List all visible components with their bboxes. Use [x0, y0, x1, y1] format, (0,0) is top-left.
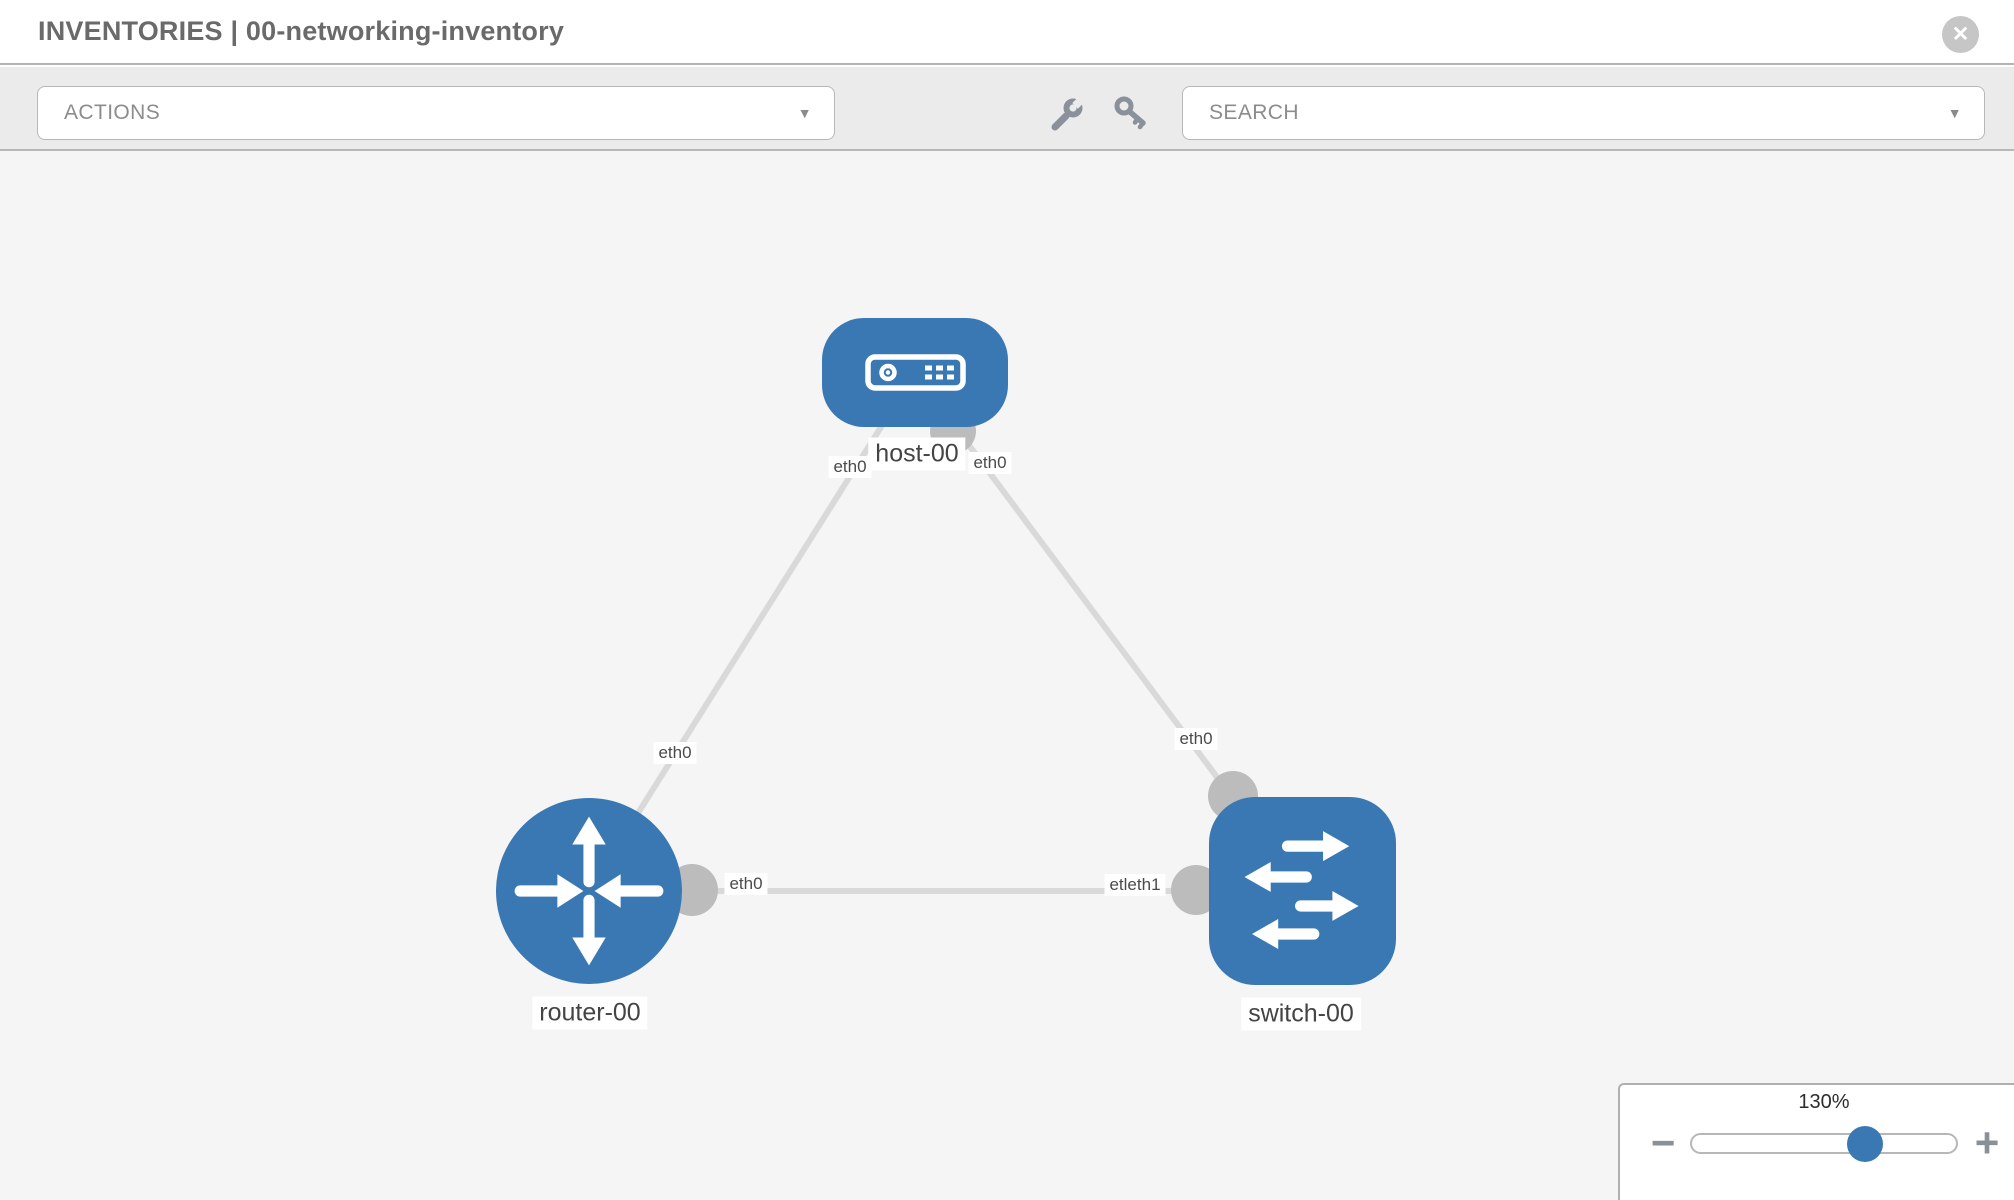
- chevron-down-icon: ▼: [797, 105, 812, 121]
- zoom-level: 130%: [1798, 1091, 1850, 1113]
- header: INVENTORIES | 00-networking-inventory ✕: [0, 0, 2014, 65]
- interface-label: eth0: [968, 452, 1012, 474]
- router-icon: [514, 816, 664, 966]
- node-label-switch: switch-00: [1241, 997, 1361, 1031]
- actions-dropdown-label: ACTIONS: [64, 101, 161, 124]
- chevron-down-icon: ▼: [1947, 105, 1962, 121]
- node-label-host: host-00: [868, 437, 966, 471]
- interface-label: eth0: [1174, 728, 1218, 750]
- host-icon: [865, 354, 966, 391]
- switch-icon: [1244, 831, 1359, 949]
- close-button[interactable]: ✕: [1942, 16, 1979, 53]
- search-dropdown-label: SEARCH: [1209, 101, 1299, 124]
- node-label-router: router-00: [532, 996, 648, 1030]
- search-dropdown[interactable]: SEARCH ▼: [1182, 86, 1985, 140]
- node-router-00[interactable]: [496, 798, 682, 984]
- page-title: INVENTORIES | 00-networking-inventory: [38, 16, 565, 46]
- interface-label: eth0: [724, 873, 768, 895]
- interface-label: etleth1: [1104, 874, 1166, 896]
- toolbar: ACTIONS ▼ SEARCH ▼: [0, 67, 2014, 151]
- node-switch-00[interactable]: [1209, 797, 1396, 985]
- zoom-in-button[interactable]: +: [1974, 1119, 2000, 1166]
- interface-label: eth0: [653, 742, 697, 764]
- key-icon[interactable]: [1112, 94, 1152, 134]
- actions-dropdown[interactable]: ACTIONS ▼: [37, 86, 835, 140]
- zoom-slider-handle[interactable]: [1847, 1126, 1883, 1162]
- close-icon: ✕: [1951, 23, 1970, 46]
- topology-canvas[interactable]: host-00 router-00 switch-00 eth0 eth0 et…: [0, 151, 2014, 1200]
- connector-dot[interactable]: [1171, 865, 1221, 915]
- node-host-00[interactable]: [822, 318, 1008, 427]
- wrench-icon[interactable]: [1047, 94, 1087, 134]
- topology-edges: [586, 371, 1305, 916]
- zoom-panel: 130% − +: [1618, 1083, 2014, 1200]
- interface-label: eth0: [828, 456, 872, 478]
- zoom-out-button[interactable]: −: [1650, 1119, 1676, 1166]
- zoom-slider-track[interactable]: [1690, 1133, 1958, 1154]
